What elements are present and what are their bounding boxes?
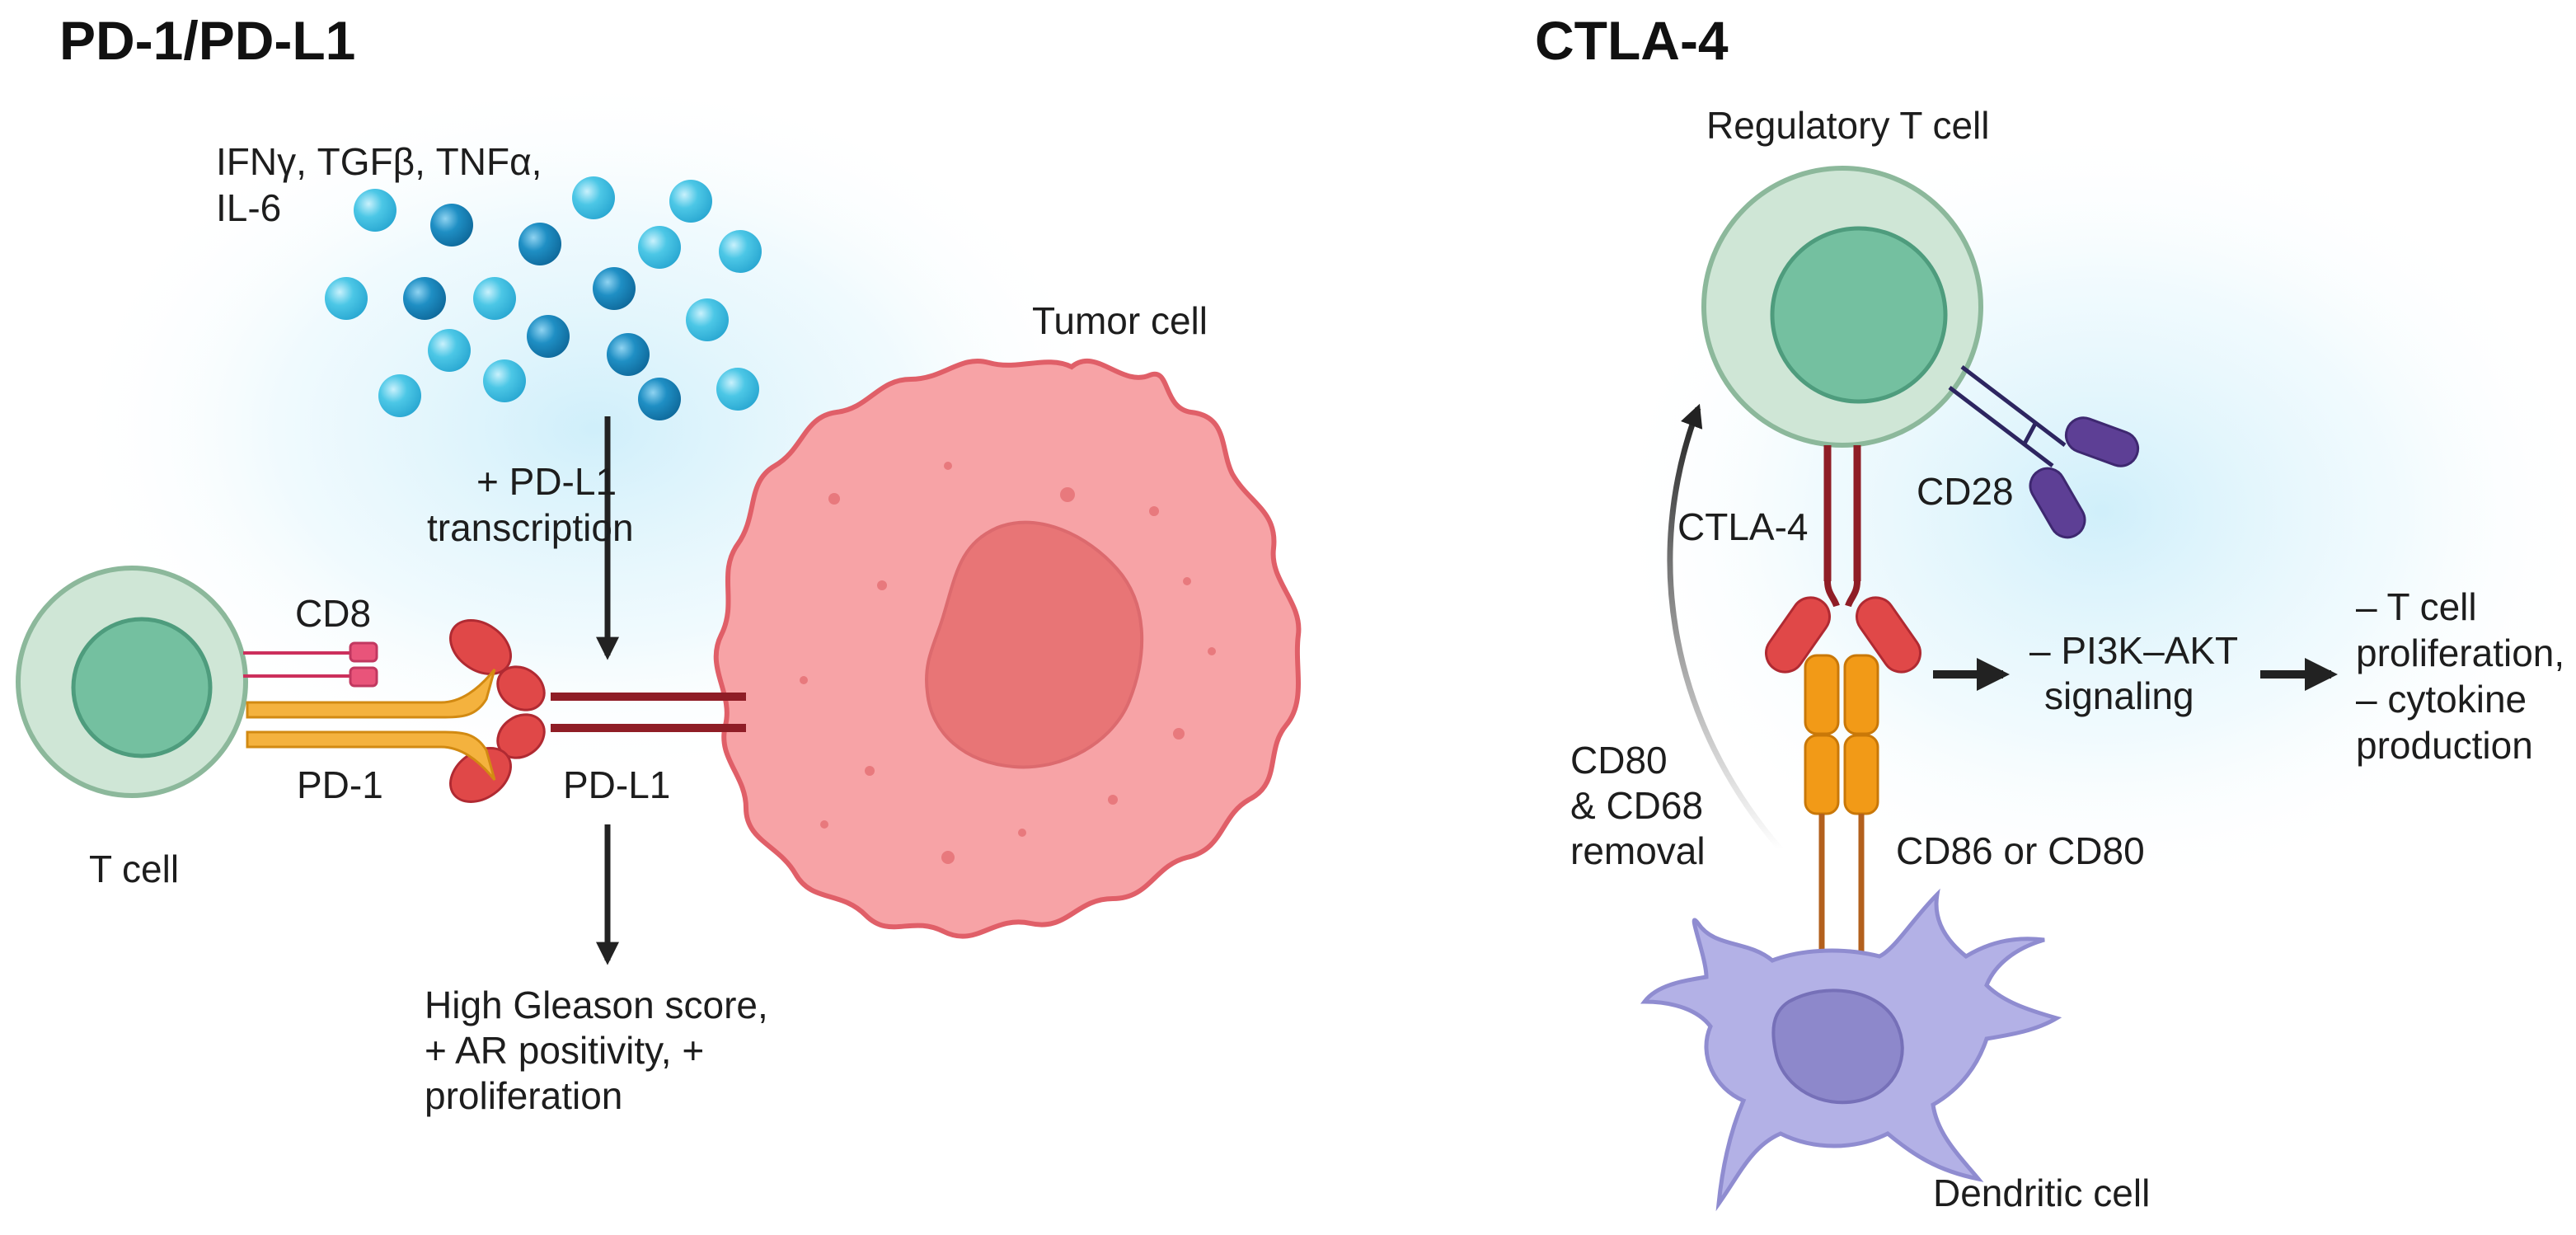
tumor-granule (820, 820, 828, 829)
tumor-cell (713, 359, 1302, 939)
tumor-cell-nucleus (925, 520, 1144, 769)
cd86-label: CD86 or CD80 (1896, 829, 2145, 872)
cytokine-cluster (325, 176, 762, 420)
ctla4-label: CTLA-4 (1677, 505, 1808, 548)
outcome-label-line1: High Gleason score, (425, 984, 768, 1026)
right-panel-title: CTLA-4 (1535, 10, 1729, 71)
t-cell-nucleus (71, 617, 213, 758)
left-panel-title: PD-1/PD-L1 (59, 10, 355, 71)
cytokine-particle (638, 226, 681, 269)
pdl1-domain (496, 665, 546, 711)
cd86-domain (1843, 734, 1879, 815)
pdl1-label: PD-L1 (563, 763, 670, 806)
tumor-granule (1173, 728, 1185, 740)
cd86-domain (1843, 654, 1879, 735)
pdl1-domain (449, 619, 512, 675)
removal-arrow (1667, 403, 1783, 852)
removal-label-line3: removal (1570, 829, 1706, 872)
cytokine-label-line2: IL-6 (216, 186, 281, 229)
tumor-granule (828, 493, 840, 505)
pi3k-label-line2: signaling (2044, 674, 2194, 717)
cd8-domain (349, 666, 378, 688)
cd28-stalk (1960, 365, 2067, 447)
cytokine-particle (669, 180, 712, 223)
cd8-label: CD8 (295, 592, 371, 635)
pdl1-receptor (449, 619, 546, 803)
cytokine-particle (607, 333, 650, 376)
cytokine-particle (473, 277, 516, 320)
cytokine-particle (686, 298, 729, 341)
transcription-label-line2: transcription (427, 506, 634, 549)
tumor-granule (865, 766, 875, 776)
cd28-label: CD28 (1917, 470, 2014, 513)
cytokine-particle (325, 277, 368, 320)
ctla4-domain (1765, 596, 1831, 674)
ctla4-hinge (1824, 580, 1860, 608)
dendritic-cell-nucleus (1771, 988, 1904, 1105)
tumor-cell-label: Tumor cell (1032, 299, 1208, 342)
cytokine-particle (430, 204, 473, 247)
tumor-granule (1208, 647, 1216, 655)
removal-label-line2: & CD68 (1570, 784, 1703, 827)
cd8-domain (349, 641, 378, 663)
tumor-granule (1060, 487, 1075, 502)
transcription-label-line1: + PD-L1 (476, 460, 617, 503)
cd86-domain (1804, 734, 1840, 815)
effect-label-line1: – T cell (2356, 585, 2477, 628)
t-cell-label: T cell (89, 848, 179, 890)
cytokine-particle (716, 368, 759, 411)
effect-label-line2: proliferation, (2356, 632, 2564, 674)
effect-label-line3: – cytokine (2356, 678, 2527, 721)
ctla4-domain (1856, 596, 1921, 674)
dendritic-cell (1640, 888, 2062, 1212)
outcome-label-line3: proliferation (425, 1074, 622, 1117)
cytokine-particle (518, 223, 561, 265)
cytokine-particle (378, 374, 421, 417)
dendritic-cell-label: Dendritic cell (1933, 1172, 2150, 1214)
tumor-granule (944, 462, 952, 470)
cd28-domain (2029, 467, 2086, 539)
tumor-granule (941, 851, 955, 864)
regulatory-t-cell-nucleus (1770, 226, 1948, 404)
tumor-granule (1108, 795, 1118, 805)
cytokine-particle (403, 277, 446, 320)
cd28-receptor (1948, 365, 2140, 539)
pd1-receptor (246, 669, 496, 781)
cd28-stalk (1948, 386, 2054, 467)
cd28-domain (2064, 416, 2140, 467)
effect-label-line4: production (2356, 724, 2533, 767)
cytokine-particle (428, 329, 471, 372)
tumor-granule (1018, 829, 1026, 837)
cytokine-particle (354, 189, 396, 232)
cytokine-particle (527, 315, 570, 358)
cytokine-particle (572, 176, 615, 219)
tumor-granule (1183, 577, 1191, 585)
cytokine-label-line1: IFNγ, TGFβ, TNFα, (216, 140, 542, 183)
removal-label-line1: CD80 (1570, 739, 1668, 782)
pd1-label: PD-1 (297, 763, 383, 806)
cd86-domain (1804, 654, 1840, 735)
cytokine-particle (593, 267, 636, 310)
cytokine-particle (483, 359, 526, 402)
tumor-granule (1149, 506, 1159, 516)
cytokine-particle (638, 378, 681, 420)
tumor-granule (800, 676, 808, 684)
pi3k-label-line1: – PI3K–AKT (2029, 629, 2238, 672)
cd28-link (2021, 420, 2039, 447)
tumor-granule (877, 580, 887, 590)
cytokine-particle (719, 230, 762, 273)
treg-label: Regulatory T cell (1706, 104, 1989, 147)
cd86-receptor (1804, 654, 1879, 956)
outcome-label-line2: + AR positivity, + (425, 1029, 704, 1072)
